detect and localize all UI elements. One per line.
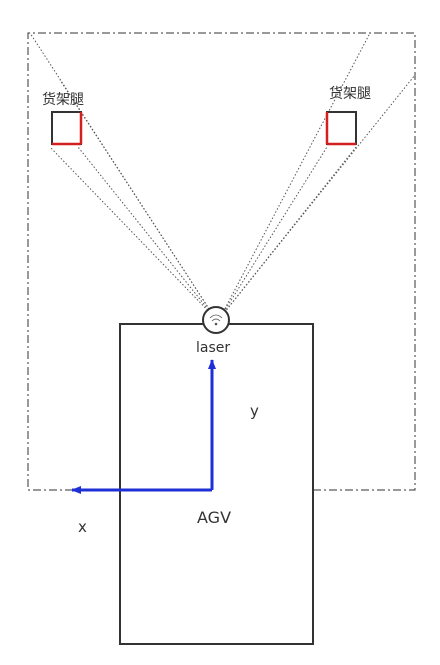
laser-scan-lines bbox=[29, 32, 416, 319]
scan-line bbox=[49, 146, 216, 319]
coordinate-axes bbox=[71, 359, 216, 494]
laser-sensor-icon bbox=[202, 306, 230, 334]
y-axis-label: y bbox=[250, 402, 259, 420]
shelf-leg-right bbox=[325, 111, 357, 146]
scan-line bbox=[219, 146, 328, 319]
shelf-outline bbox=[27, 32, 416, 491]
agv-label: AGV bbox=[197, 508, 231, 527]
scan-line bbox=[77, 146, 216, 319]
laser-label: laser bbox=[196, 340, 230, 356]
shelf-leg-right-label: 货架腿 bbox=[329, 85, 371, 102]
scan-line bbox=[59, 79, 216, 319]
agv-body bbox=[119, 323, 314, 645]
shelf-leg-left bbox=[51, 111, 83, 146]
scan-line bbox=[219, 32, 371, 319]
shelf-leg-left-label: 货架腿 bbox=[42, 91, 84, 108]
scan-line bbox=[29, 32, 216, 319]
scan-line bbox=[219, 74, 416, 319]
x-axis-label: x bbox=[78, 518, 87, 536]
